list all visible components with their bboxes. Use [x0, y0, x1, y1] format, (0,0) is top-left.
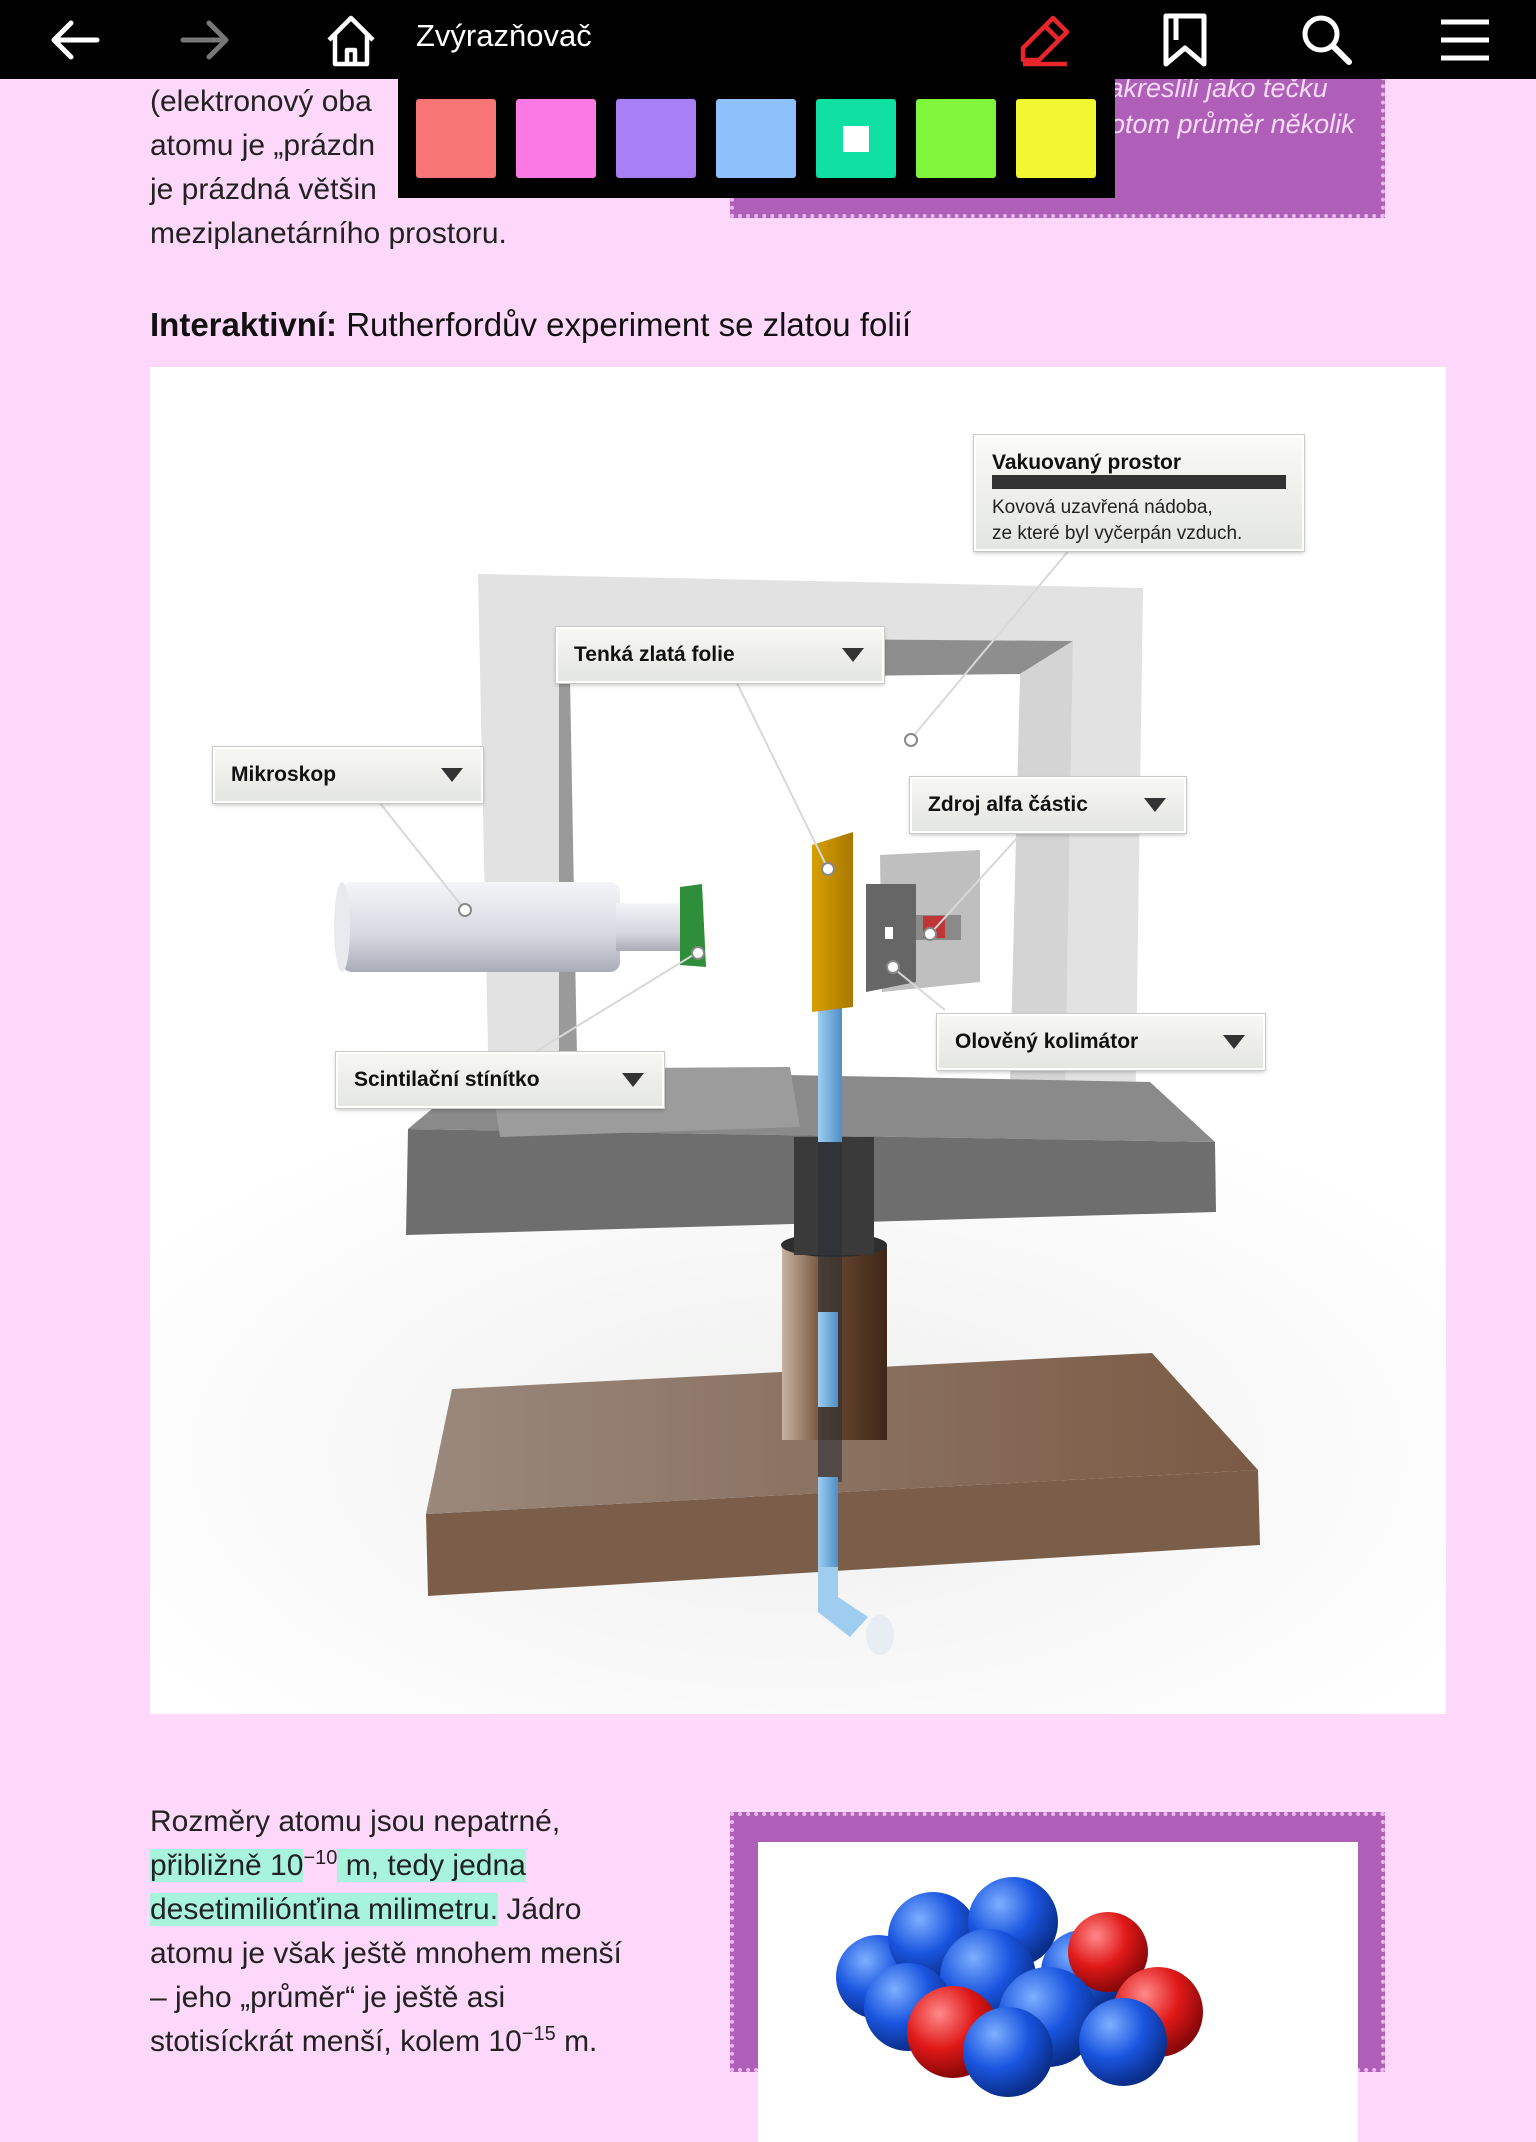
swatch-yellow[interactable]	[1016, 99, 1096, 178]
callout-title: Vakuovaný prostor	[992, 451, 1286, 475]
heading-label: Interaktivní:	[150, 306, 337, 343]
text-line: Rozměry atomu jsou nepatrné,	[150, 1800, 622, 1844]
swatch-purple[interactable]	[616, 99, 696, 178]
swatch-blue[interactable]	[716, 99, 796, 178]
callout-label: Olověný kolimátor	[955, 1030, 1138, 1054]
search-button[interactable]	[1282, 0, 1372, 79]
top-toolbar: Zvýrazňovač	[0, 0, 1536, 79]
text-line: desetimiliónťina milimetru. Jádro	[150, 1888, 622, 1932]
arrow-right-icon	[177, 18, 233, 62]
home-button[interactable]	[306, 0, 396, 79]
text-line: stotisíckrát menší, kolem 10−15 m.	[150, 2020, 622, 2064]
heading-title: Rutherfordův experiment se zlatou folií	[346, 306, 911, 343]
search-icon	[1299, 12, 1355, 68]
bookmark-button[interactable]	[1140, 0, 1230, 79]
expand-arrow-icon	[441, 768, 463, 782]
callout-label: Mikroskop	[231, 763, 336, 787]
exponent: −10	[303, 1847, 337, 1869]
text-fragment: m.	[556, 2025, 598, 2058]
callout-microscope[interactable]: Mikroskop	[213, 747, 483, 803]
arrow-left-icon	[47, 18, 103, 62]
exponent: −15	[522, 2023, 556, 2045]
callout-alpha-source[interactable]: Zdroj alfa částic	[910, 777, 1186, 833]
selected-indicator	[843, 126, 869, 152]
toolbar-title: Zvýrazňovač	[416, 18, 592, 54]
swatch-red[interactable]	[416, 99, 496, 178]
callout-gold-foil[interactable]: Tenká zlatá folie	[556, 627, 884, 683]
text-line: meziplanetárního prostoru.	[150, 212, 507, 256]
text-line: přibližně 10−10 m, tedy jedna	[150, 1844, 622, 1888]
highlighted-text[interactable]: desetimiliónťina milimetru.	[150, 1893, 498, 1926]
highlighter-icon	[1015, 12, 1075, 68]
callout-description-line: ze které byl vyčerpán vzduch.	[992, 521, 1286, 547]
callout-label: Scintilační stínítko	[354, 1068, 540, 1092]
expand-arrow-icon	[842, 648, 864, 662]
text-fragment: Jádro	[498, 1893, 581, 1926]
highlighted-text[interactable]: m, tedy jedna	[337, 1849, 525, 1882]
note-box-nucleus	[730, 1812, 1385, 2072]
callout-scintillation-screen[interactable]: Scintilační stínítko	[336, 1052, 664, 1108]
menu-button[interactable]	[1420, 0, 1510, 79]
callout-label: Zdroj alfa částic	[928, 793, 1088, 817]
menu-icon	[1439, 18, 1491, 62]
forward-button[interactable]	[160, 0, 250, 79]
callout-label: Tenká zlatá folie	[574, 643, 735, 667]
swatch-pink[interactable]	[516, 99, 596, 178]
callout-lead-collimator[interactable]: Olověný kolimátor	[937, 1014, 1265, 1070]
back-button[interactable]	[30, 0, 120, 79]
text-line: – jeho „průměr“ je ještě asi	[150, 1976, 622, 2020]
text-fragment: stotisíckrát menší, kolem 10	[150, 2025, 522, 2058]
expand-arrow-icon	[1223, 1035, 1245, 1049]
home-icon	[323, 12, 379, 68]
swatch-teal[interactable]	[816, 99, 896, 178]
expand-arrow-icon	[622, 1073, 644, 1087]
expand-arrow-icon	[1144, 798, 1166, 812]
callout-vacuum-chamber[interactable]: Vakuovaný prostor Kovová uzavřená nádoba…	[974, 435, 1304, 551]
rutherford-diagram: Vakuovaný prostor Kovová uzavřená nádoba…	[150, 367, 1446, 1714]
atomic-nucleus-illustration	[758, 1842, 1358, 2142]
atom-size-paragraph: Rozměry atomu jsou nepatrné, přibližně 1…	[150, 1800, 622, 2064]
highlighter-color-palette	[398, 79, 1115, 198]
callout-description-line: Kovová uzavřená nádoba,	[992, 495, 1286, 521]
bookmark-icon	[1160, 12, 1210, 68]
section-heading: Interaktivní: Rutherfordův experiment se…	[150, 306, 911, 344]
nucleus-image	[758, 1842, 1358, 2142]
highlighter-button[interactable]	[1000, 0, 1090, 79]
collapse-arrow-icon	[992, 475, 1286, 489]
highlighted-text[interactable]: přibližně 10	[150, 1849, 303, 1882]
note-text-line: potom průměr několik	[1095, 106, 1355, 142]
text-line: atomu je však ještě mnohem menší	[150, 1932, 622, 1976]
swatch-green[interactable]	[916, 99, 996, 178]
